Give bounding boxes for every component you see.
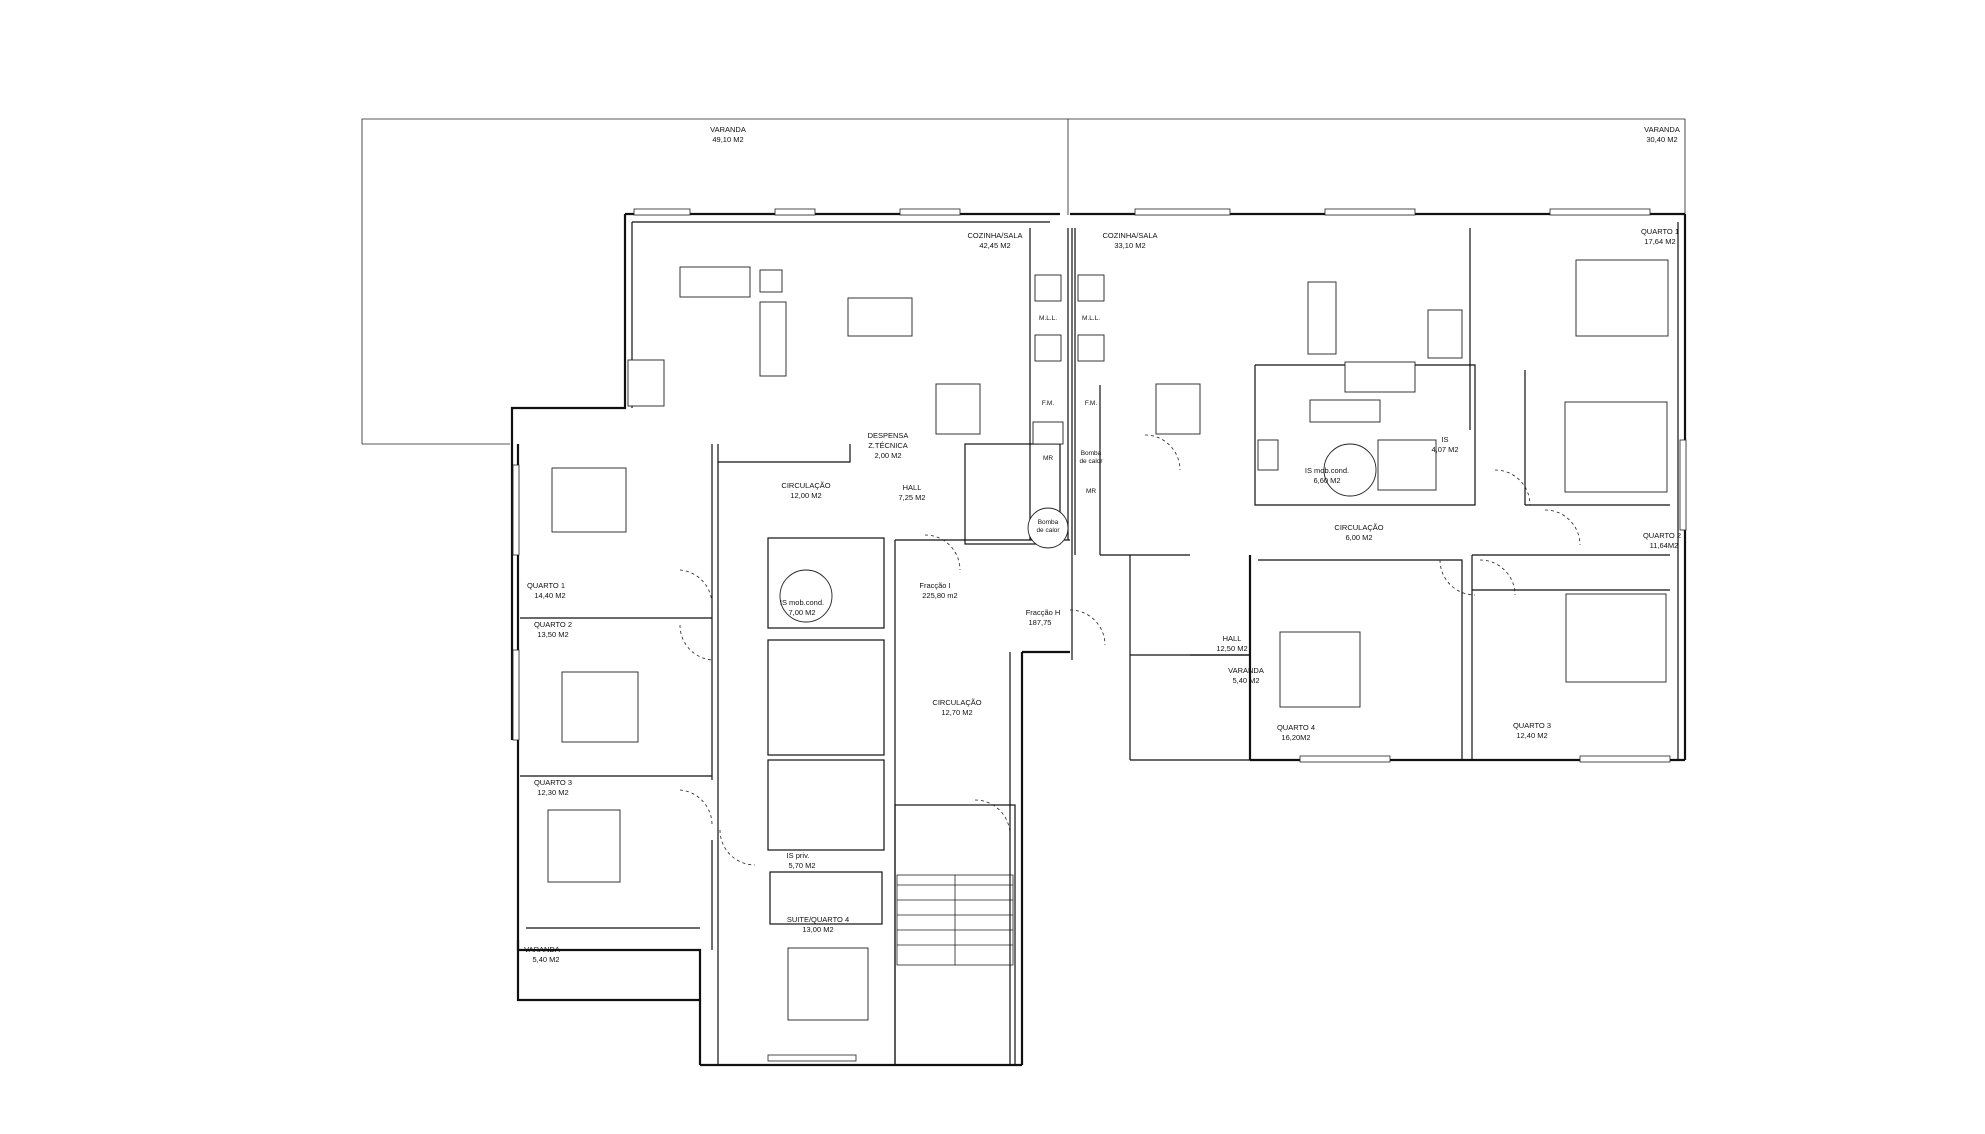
windows xyxy=(512,208,1687,1062)
area-circulacao-center: 12,70 M2 xyxy=(941,708,972,717)
area-cozinha-right: 33,10 M2 xyxy=(1114,241,1145,250)
furniture xyxy=(547,259,1669,1021)
label-circulacao-center: CIRCULAÇÃO xyxy=(932,698,981,707)
area-is-mob-left: 7,00 M2 xyxy=(788,608,815,617)
label-circulacao-left: CIRCULAÇÃO xyxy=(781,481,830,490)
label-cozinha-right: COZINHA/SALA xyxy=(1102,231,1157,240)
label-fraccao-i: Fracção I xyxy=(919,581,950,590)
label-mr-left: MR xyxy=(1043,455,1053,462)
fixture-labels: M.L.L. M.L.L. F.M. F.M. MR MR Bomba de c… xyxy=(1036,315,1103,534)
area-despensa: 2,00 M2 xyxy=(874,451,901,460)
varanda-outline xyxy=(361,118,1686,445)
label-is-mob-left: IS mob.cond. xyxy=(780,598,824,607)
label-hall-left: HALL xyxy=(903,483,922,492)
area-quarto4-right: 16,20M2 xyxy=(1281,733,1310,742)
label-cozinha-left: COZINHA/SALA xyxy=(967,231,1022,240)
left-unit-walls xyxy=(510,212,1073,1067)
area-is-priv: 5,70 M2 xyxy=(788,861,815,870)
label-quarto1-right: QUARTO 1 xyxy=(1641,227,1679,236)
label-bomba-left-2: de calor xyxy=(1036,527,1060,534)
label-mll-right: M.L.L. xyxy=(1082,315,1100,322)
area-quarto3-left: 12,30 M2 xyxy=(537,788,568,797)
area-hall-left: 7,25 M2 xyxy=(898,493,925,502)
label-varanda-bottom-left: VARANDA xyxy=(524,945,560,954)
label-is-mob-right: IS mob.cond. xyxy=(1305,466,1349,475)
label-quarto1-left: QUARTO 1 xyxy=(527,581,565,590)
label-fraccao-h: Fracção H xyxy=(1026,608,1061,617)
area-quarto3-right: 12,40 M2 xyxy=(1516,731,1547,740)
label-is-priv: IS priv. xyxy=(787,851,810,860)
area-quarto2-right: 11,64M2 xyxy=(1650,541,1679,550)
area-quarto1-right: 17,64 M2 xyxy=(1644,237,1675,246)
area-quarto2-left: 13,50 M2 xyxy=(537,630,568,639)
label-despensa-2: Z.TÉCNICA xyxy=(868,441,908,450)
label-mr-right: MR xyxy=(1086,488,1096,495)
area-hall-right: 12,50 M2 xyxy=(1216,644,1247,653)
stairs xyxy=(896,874,1014,966)
label-bomba-left-1: Bomba xyxy=(1038,519,1059,526)
area-varanda-bottom-left: 5,40 M2 xyxy=(532,955,559,964)
label-mll-left: M.L.L. xyxy=(1039,315,1057,322)
label-circulacao-right: CIRCULAÇÃO xyxy=(1334,523,1383,532)
label-varanda-top-left: VARANDA xyxy=(710,125,746,134)
area-is-mob-right: 6,60 M2 xyxy=(1313,476,1340,485)
area-fraccao-i: 225,80 m2 xyxy=(922,591,957,600)
area-circulacao-right: 6,00 M2 xyxy=(1345,533,1372,542)
label-bomba-right-2: de calor xyxy=(1079,458,1103,465)
area-quarto1-left: 14,40 M2 xyxy=(534,591,565,600)
area-fraccao-h: 187,75 xyxy=(1029,618,1052,627)
label-quarto4-right: QUARTO 4 xyxy=(1277,723,1315,732)
label-varanda-top-right: VARANDA xyxy=(1644,125,1680,134)
area-circulacao-left: 12,00 M2 xyxy=(790,491,821,500)
label-suite: SUITE/QUARTO 4 xyxy=(787,915,849,924)
label-is-right: IS xyxy=(1441,435,1448,444)
area-varanda-top-left: 49,10 M2 xyxy=(712,135,743,144)
area-cozinha-left: 42,45 M2 xyxy=(979,241,1010,250)
label-quarto2-right: QUARTO 2 xyxy=(1643,531,1681,540)
label-despensa: DESPENSA xyxy=(868,431,909,440)
area-is-right: 4,07 M2 xyxy=(1431,445,1458,454)
label-hall-right: HALL xyxy=(1223,634,1242,643)
room-labels: VARANDA 49,10 M2 VARANDA 30,40 M2 COZINH… xyxy=(524,125,1681,964)
label-quarto3-right: QUARTO 3 xyxy=(1513,721,1551,730)
label-quarto2-left: QUARTO 2 xyxy=(534,620,572,629)
area-varanda-right: 5,40 M2 xyxy=(1232,676,1259,685)
label-bomba-right-1: Bomba xyxy=(1081,450,1102,457)
area-suite: 13,00 M2 xyxy=(802,925,833,934)
label-varanda-right: VARANDA xyxy=(1228,666,1264,675)
label-fm-right: F.M. xyxy=(1085,400,1097,407)
area-varanda-top-right: 30,40 M2 xyxy=(1646,135,1677,144)
doors xyxy=(679,434,1581,866)
label-quarto3-left: QUARTO 3 xyxy=(534,778,572,787)
label-fm-left: F.M. xyxy=(1042,400,1054,407)
